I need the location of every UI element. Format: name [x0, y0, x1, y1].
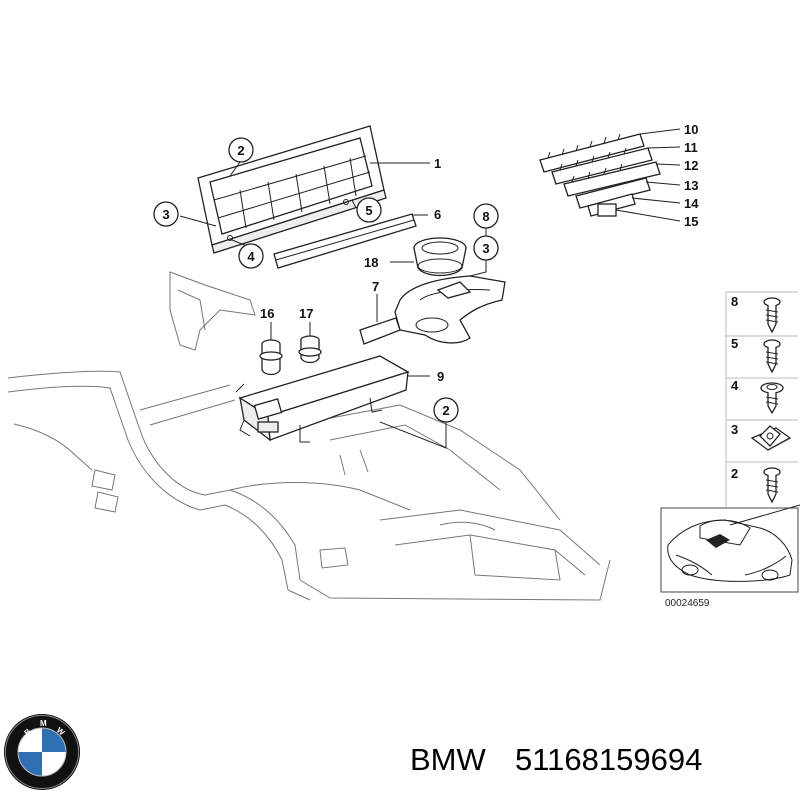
vehicle-location-thumbnail: [660, 504, 800, 593]
callout-2-bottom: 2: [442, 403, 449, 418]
part-18-ring: [413, 237, 467, 277]
clip-nut-icon: [750, 425, 792, 451]
callout-18: 18: [364, 255, 378, 270]
callout-7: 7: [372, 279, 379, 294]
part-17-cap: [298, 335, 322, 364]
callout-3-right: 3: [482, 241, 489, 256]
callout-circle: [153, 201, 179, 227]
leader-lines: [179, 128, 681, 449]
callout-17: 17: [299, 306, 313, 321]
callout-9: 9: [437, 369, 444, 384]
callout-6: 6: [434, 207, 441, 222]
callout-circle: [228, 137, 254, 163]
fastener-label-5: 5: [731, 336, 738, 351]
bmw-logo: B M W: [4, 714, 80, 790]
caption-part-number: 51168159694: [515, 742, 702, 777]
fastener-label-4: 4: [731, 378, 739, 393]
callout-13: 13: [684, 178, 698, 193]
callout-14: 14: [684, 196, 699, 211]
svg-text:W: W: [55, 726, 67, 738]
part-9-tray: [235, 355, 410, 443]
callout-12: 12: [684, 158, 698, 173]
screw-icon: [763, 467, 781, 504]
part-6-trim-strip: [273, 213, 417, 269]
caption-brand: BMW: [410, 742, 487, 777]
svg-text:B: B: [23, 727, 33, 738]
fastener-label-2: 2: [731, 466, 738, 481]
callout-labels: 2 1 3 5 4 6 8 3 18 7 16 17 9 2 10 11 12 …: [153, 122, 699, 423]
callout-2-top: 2: [237, 143, 244, 158]
callout-5: 5: [365, 203, 372, 218]
washer-screw-icon: [760, 382, 784, 415]
part-1-panel-frame: [197, 125, 387, 254]
callout-4: 4: [247, 249, 255, 264]
diagram-reference-number: 00024659: [665, 598, 710, 609]
callout-circle: [433, 397, 459, 423]
fastener-legend: 8 5 4 3 2: [725, 291, 798, 508]
callout-11: 11: [684, 140, 698, 155]
fastener-label-8: 8: [731, 294, 738, 309]
callout-15: 15: [684, 214, 698, 229]
callout-circle: [473, 203, 499, 229]
callout-3-left: 3: [162, 207, 169, 222]
callout-circle: [238, 243, 264, 269]
part-16-socket: [259, 339, 283, 376]
callout-10: 10: [684, 122, 698, 137]
callout-1: 1: [434, 156, 441, 171]
callout-8: 8: [482, 209, 489, 224]
center-console-sketch: [7, 271, 611, 601]
screw-icon: [763, 297, 781, 334]
screw-icon: [763, 339, 781, 374]
callout-circle: [473, 235, 499, 261]
part-7-cup-holder: [359, 275, 506, 345]
callout-circle: [356, 197, 382, 223]
parts-10-15-strip-set: [539, 133, 661, 217]
callout-16: 16: [260, 306, 274, 321]
svg-text:M: M: [40, 719, 47, 728]
fastener-label-3: 3: [731, 422, 738, 437]
